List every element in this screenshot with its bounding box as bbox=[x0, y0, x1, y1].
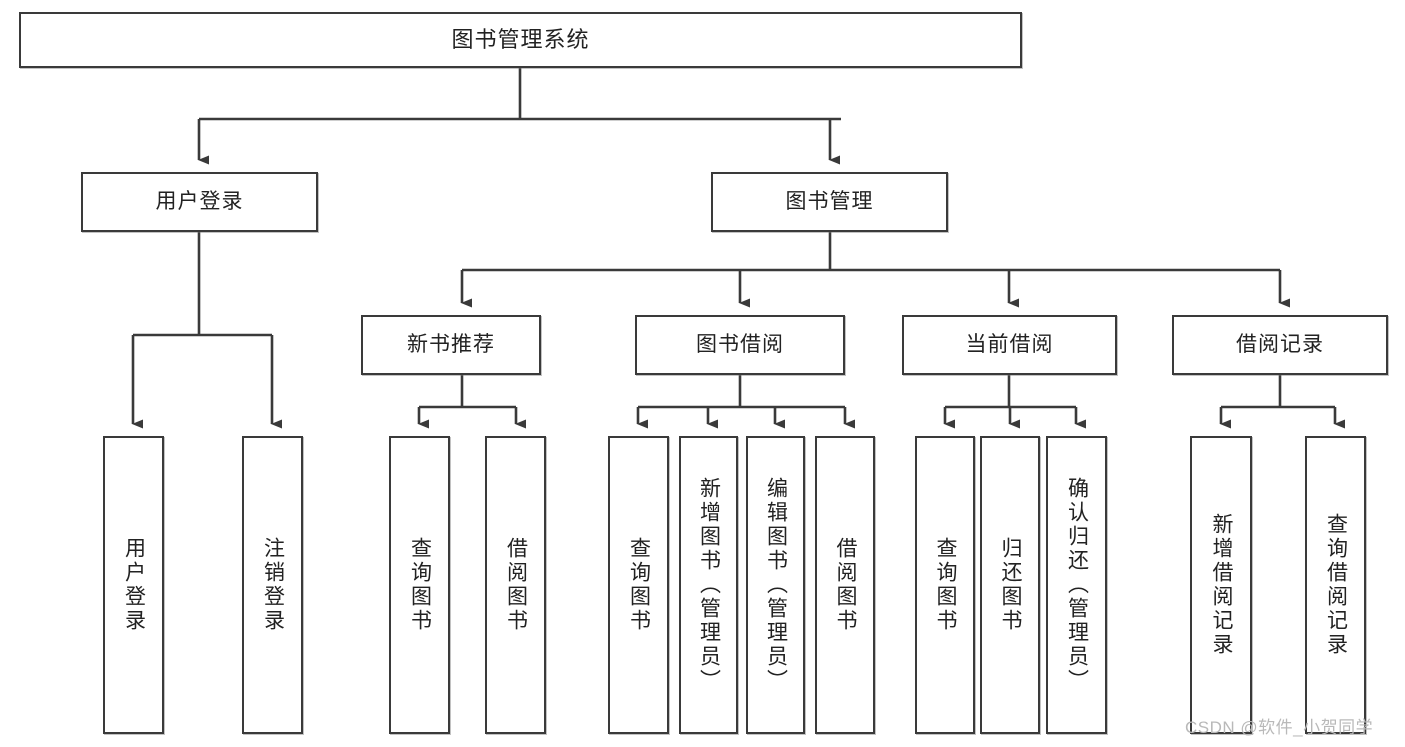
node-leaf-edit-book-label: 编辑图书（管理员） bbox=[764, 477, 788, 693]
node-leaf-add-record-label: 新增借阅记录 bbox=[1210, 513, 1234, 657]
node-leaf-query-record-label: 查询借阅记录 bbox=[1324, 513, 1348, 657]
node-leaf-edit-book[interactable]: 编辑图书（管理员） bbox=[746, 436, 805, 734]
node-borrow-record[interactable]: 借阅记录 bbox=[1172, 315, 1388, 375]
node-leaf-user-login[interactable]: 用户登录 bbox=[103, 436, 164, 734]
node-leaf-confirm-return[interactable]: 确认归还（管理员） bbox=[1046, 436, 1107, 734]
node-leaf-borrow-book-1[interactable]: 借阅图书 bbox=[485, 436, 546, 734]
node-leaf-borrow-book-2[interactable]: 借阅图书 bbox=[815, 436, 875, 734]
node-user-login-label: 用户登录 bbox=[155, 190, 244, 214]
node-root[interactable]: 图书管理系统 bbox=[19, 12, 1022, 68]
node-leaf-query-book-2-label: 查询图书 bbox=[627, 537, 651, 633]
node-book-manage[interactable]: 图书管理 bbox=[711, 172, 948, 232]
node-borrow-record-label: 借阅记录 bbox=[1236, 333, 1324, 357]
node-book-manage-label: 图书管理 bbox=[785, 190, 874, 214]
node-leaf-query-book-1[interactable]: 查询图书 bbox=[389, 436, 450, 734]
node-leaf-logout[interactable]: 注销登录 bbox=[242, 436, 303, 734]
node-leaf-add-book-label: 新增图书（管理员） bbox=[697, 477, 721, 693]
node-leaf-query-book-1-label: 查询图书 bbox=[408, 537, 432, 633]
node-new-book-rec[interactable]: 新书推荐 bbox=[361, 315, 541, 375]
node-leaf-user-login-label: 用户登录 bbox=[122, 537, 146, 633]
node-leaf-add-record[interactable]: 新增借阅记录 bbox=[1190, 436, 1252, 734]
node-root-label: 图书管理系统 bbox=[451, 26, 590, 52]
watermark: CSDN @软件_小贺同学 bbox=[1185, 718, 1374, 737]
node-leaf-query-book-3[interactable]: 查询图书 bbox=[915, 436, 975, 734]
node-leaf-borrow-book-1-label: 借阅图书 bbox=[504, 537, 528, 633]
node-leaf-query-record[interactable]: 查询借阅记录 bbox=[1305, 436, 1366, 734]
node-new-book-rec-label: 新书推荐 bbox=[407, 333, 495, 357]
node-leaf-add-book[interactable]: 新增图书（管理员） bbox=[679, 436, 738, 734]
node-leaf-query-book-2[interactable]: 查询图书 bbox=[608, 436, 669, 734]
node-leaf-query-book-3-label: 查询图书 bbox=[934, 537, 958, 633]
node-user-login[interactable]: 用户登录 bbox=[81, 172, 318, 232]
node-current-borrow-label: 当前借阅 bbox=[965, 333, 1054, 357]
node-book-borrow[interactable]: 图书借阅 bbox=[635, 315, 845, 375]
node-leaf-return-book[interactable]: 归还图书 bbox=[980, 436, 1040, 734]
node-book-borrow-label: 图书借阅 bbox=[696, 333, 784, 357]
node-leaf-return-book-label: 归还图书 bbox=[999, 537, 1023, 633]
node-leaf-logout-label: 注销登录 bbox=[261, 537, 285, 633]
node-leaf-confirm-return-label: 确认归还（管理员） bbox=[1065, 477, 1089, 693]
node-current-borrow[interactable]: 当前借阅 bbox=[902, 315, 1117, 375]
node-leaf-borrow-book-2-label: 借阅图书 bbox=[834, 537, 858, 633]
